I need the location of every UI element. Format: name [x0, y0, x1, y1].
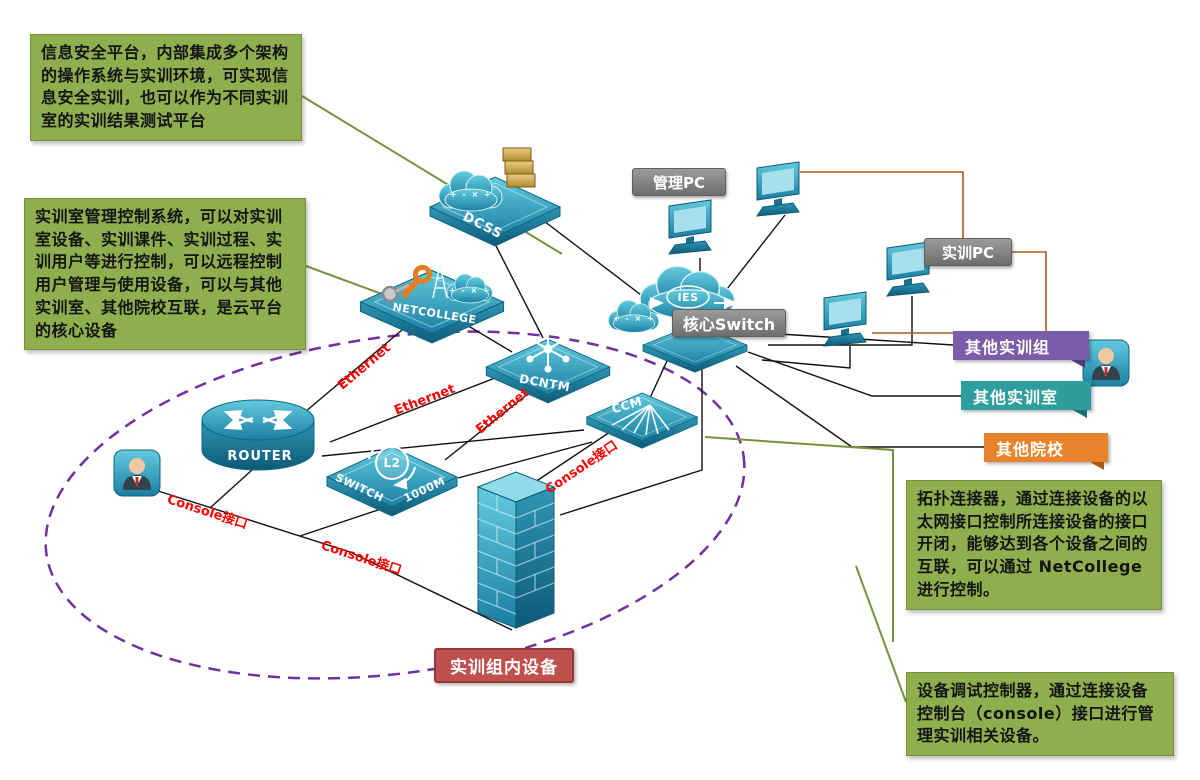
router-label: ROUTER [227, 449, 292, 464]
tower-icon [432, 263, 448, 299]
cycle-arrow-icon [393, 466, 416, 490]
ies-oval [666, 285, 710, 309]
management-pc-icon [668, 199, 712, 255]
tag-group-devices: 实训组内设备 [434, 648, 574, 683]
device-core-switch: + - × ÷ IES [608, 265, 748, 373]
cloud-ops-text: + - × ÷ [613, 314, 655, 323]
tag-training-pc: 实训PC [924, 238, 1012, 266]
device-ccm: CCM [586, 392, 698, 449]
wrench-icon [401, 264, 432, 299]
training-pc-icon [886, 241, 930, 297]
cloud-ops-text: + - × ÷ [450, 190, 492, 199]
hub-star-icon [526, 325, 570, 373]
callout-connectors [301, 95, 907, 703]
tag-core-switch: 核心Switch [672, 309, 786, 337]
callout-management-system: 实训室管理控制系统，可以对实训室设备、实训课件、实训过程、实训用户等进行控制，可… [24, 198, 306, 351]
server-stack-icon [502, 147, 536, 188]
device-dcss: + - × ÷ DCSS [429, 147, 561, 247]
tag-other-training-room: 其他实训室 [961, 381, 1091, 418]
cycle-arrow-icon [368, 436, 391, 460]
cloud-ops-text: + - × ÷ [449, 286, 491, 295]
ies-label: IES [677, 291, 698, 304]
l2-label: L2 [384, 456, 401, 470]
callout-topology-connector: 拓扑连接器，通过连接设备的以太网接口控制所连接设备的接口开闭，能够达到各个设备之… [906, 480, 1162, 610]
network-links [154, 214, 984, 631]
device-router: ROUTER [201, 399, 315, 471]
device-firewall [476, 471, 556, 629]
device-dcntm: DCNTM [485, 325, 611, 404]
group-boundary-ellipse [44, 330, 746, 680]
router-arrows-icon [223, 410, 293, 430]
tag-management-pc: 管理PC [632, 168, 726, 196]
device-netcollege: + - × ÷ NETCOLLEGE [359, 263, 505, 344]
training-pc-icon [823, 291, 867, 347]
operator-avatar [113, 449, 161, 497]
remote-user-avatar [1082, 339, 1130, 387]
device-l2-switch: L2 SWITCH 1000M [326, 436, 458, 517]
fiber-fan-icon [611, 404, 670, 436]
tag-other-school: 其他院校 [984, 433, 1108, 470]
callout-security-platform: 信息安全平台，内部集成多个架构的操作系统与实训环境，可实现信息安全实训，也可以作… [30, 34, 302, 141]
training-pc-icon [756, 161, 800, 217]
brick-lines [477, 495, 555, 615]
l2-ring-icon [375, 446, 409, 480]
tag-other-training-group: 其他实训组 [953, 331, 1089, 368]
callout-console-controller: 设备调试控制器，通过连接设备控制台（console）接口进行管理实训相关设备。 [906, 672, 1174, 757]
